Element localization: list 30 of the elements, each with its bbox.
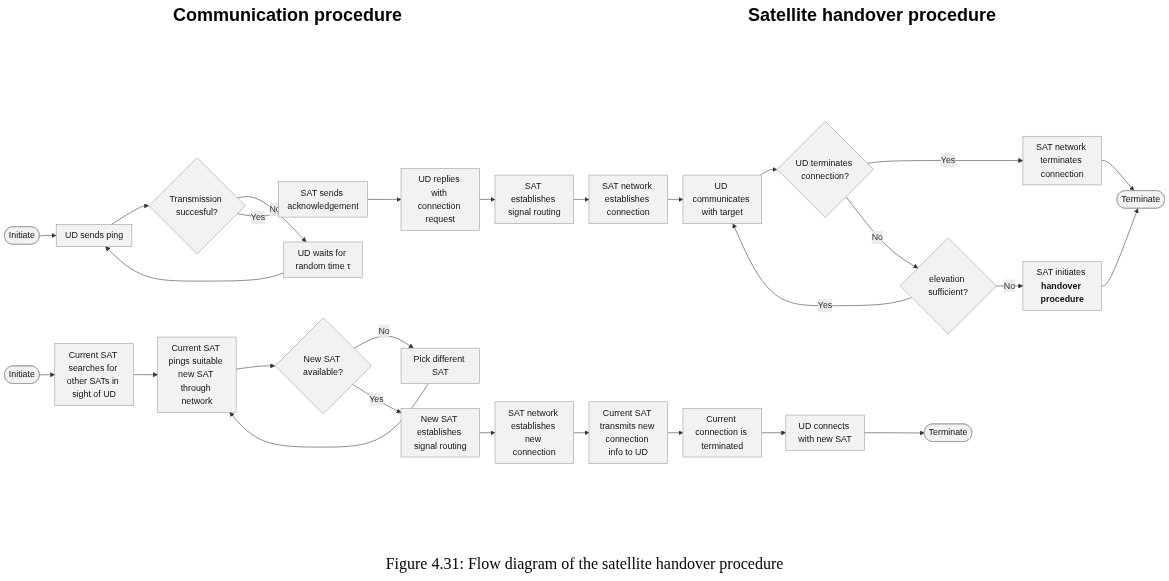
node-box: Current connection is terminated	[682, 408, 762, 458]
node-box: SAT network establishes connection	[588, 174, 668, 224]
edge-label: Yes	[817, 300, 833, 311]
node-box: UD replies with connection request	[400, 168, 480, 231]
node-box: Pick different SAT	[400, 347, 480, 384]
node-box: Current SAT transmits new connection info to UD	[588, 401, 668, 464]
node-box: Current SAT searches for other SATs in sight of UD	[54, 343, 134, 406]
node-box: UD waits for random time τ	[283, 241, 363, 278]
node-box: SAT sends acknowledgement	[278, 181, 368, 218]
node-box: SAT network terminates connection	[1022, 135, 1102, 186]
section-heading: Communication procedure	[172, 4, 402, 26]
node-box: SAT establishes signal routing	[494, 174, 574, 224]
edge-label: Yes	[940, 155, 956, 165]
node-diamond: Transmission succesful?	[148, 157, 246, 255]
node-diamond: UD terminates connection?	[776, 121, 874, 218]
section-heading: Satellite handover procedure	[747, 4, 996, 26]
node-box: SAT initiates handover procedure	[1022, 261, 1102, 311]
node-box: UD sends ping	[55, 224, 133, 247]
node-box: Current SAT pings suitable new SAT through network	[157, 336, 237, 413]
node-box: UD connects with new SAT	[785, 414, 865, 451]
figure-caption: Figure 4.31: Flow diagram of the satellite handover procedure	[384, 555, 785, 575]
node-diamond: elevation sufficient?	[899, 237, 997, 335]
edge-label: No	[1003, 280, 1016, 291]
node-box: UD communicates with target	[682, 174, 762, 224]
node-box: New SAT establishes signal routing	[400, 408, 480, 458]
edge-label: No	[378, 326, 390, 336]
node-box: SAT network establishes new connection	[494, 401, 574, 464]
edge-label: Yes	[369, 394, 384, 404]
edge-label: Yes	[250, 212, 266, 222]
edge-label: No	[871, 232, 883, 242]
